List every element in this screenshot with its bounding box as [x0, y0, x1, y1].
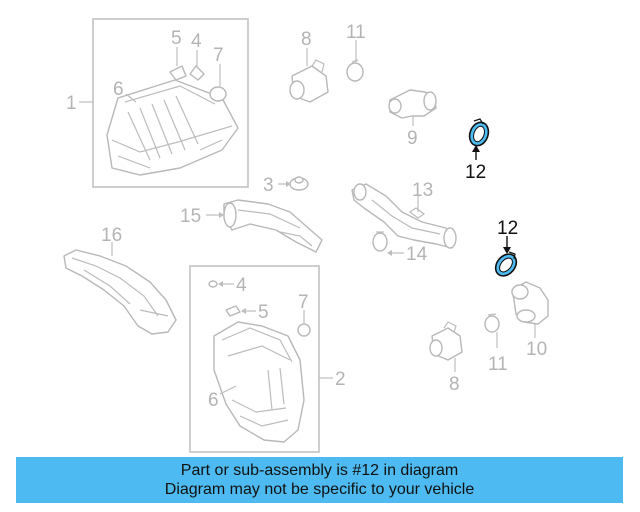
air-cleaner-housing-lower — [213, 321, 305, 443]
callout-14: 14 — [406, 244, 428, 265]
callout-13: 13 — [412, 180, 433, 201]
banner-line-2: Diagram may not be specific to your vehi… — [164, 481, 475, 498]
banner-line-1: Part or sub-assembly is #12 in diagram — [180, 462, 459, 479]
part-4-upper — [189, 65, 205, 81]
callout-5-upper: 5 — [171, 28, 182, 49]
part-11-upper-clamp — [346, 59, 364, 82]
part-7-upper-seal — [209, 86, 227, 102]
part-15-duct — [223, 199, 323, 253]
part-5-upper — [169, 65, 187, 81]
part-9-elbow — [388, 89, 437, 119]
callout-1: 1 — [66, 93, 77, 114]
callout-9: 9 — [407, 128, 418, 149]
callout-6-lower: 6 — [208, 390, 219, 411]
part-7-lower-seal — [297, 323, 311, 337]
callout-15: 15 — [180, 206, 201, 227]
callout-5-lower: 5 — [258, 302, 269, 323]
callout-12-upper: 12 — [465, 162, 486, 183]
air-cleaner-housing-upper — [106, 79, 239, 176]
callout-6-upper: 6 — [113, 79, 124, 100]
part-14-clamp — [372, 231, 388, 252]
part-8-lower — [429, 321, 463, 361]
assembly-box-1 — [92, 18, 249, 188]
part-3-grommet — [289, 176, 309, 191]
callout-12-lower: 12 — [497, 218, 518, 239]
callout-16: 16 — [101, 225, 122, 246]
part-13-intake-pipe — [351, 183, 457, 249]
assembly-box-2 — [189, 265, 320, 453]
callout-10: 10 — [526, 339, 547, 360]
part-12-lower-clamp — [494, 251, 518, 277]
callout-11-lower: 11 — [488, 354, 508, 375]
callout-7-upper: 7 — [213, 45, 224, 66]
callout-8-lower: 8 — [449, 374, 460, 395]
part-11-lower-clamp — [484, 313, 500, 333]
part-16-duct — [63, 249, 177, 335]
part-4-lower — [208, 280, 218, 288]
part-10-elbow — [511, 281, 549, 325]
info-banner: Part or sub-assembly is #12 in diagram D… — [16, 457, 623, 503]
part-12-upper-clamp — [468, 118, 490, 147]
part-5-lower — [225, 305, 241, 317]
callout-11-upper: 11 — [346, 22, 366, 43]
callout-4-upper: 4 — [191, 31, 202, 52]
callout-4-lower: 4 — [236, 275, 247, 296]
callout-3: 3 — [263, 175, 274, 196]
callout-2: 2 — [335, 369, 346, 390]
callout-7-lower: 7 — [298, 292, 309, 313]
part-8-upper — [289, 59, 329, 103]
callout-8-upper: 8 — [301, 29, 312, 50]
